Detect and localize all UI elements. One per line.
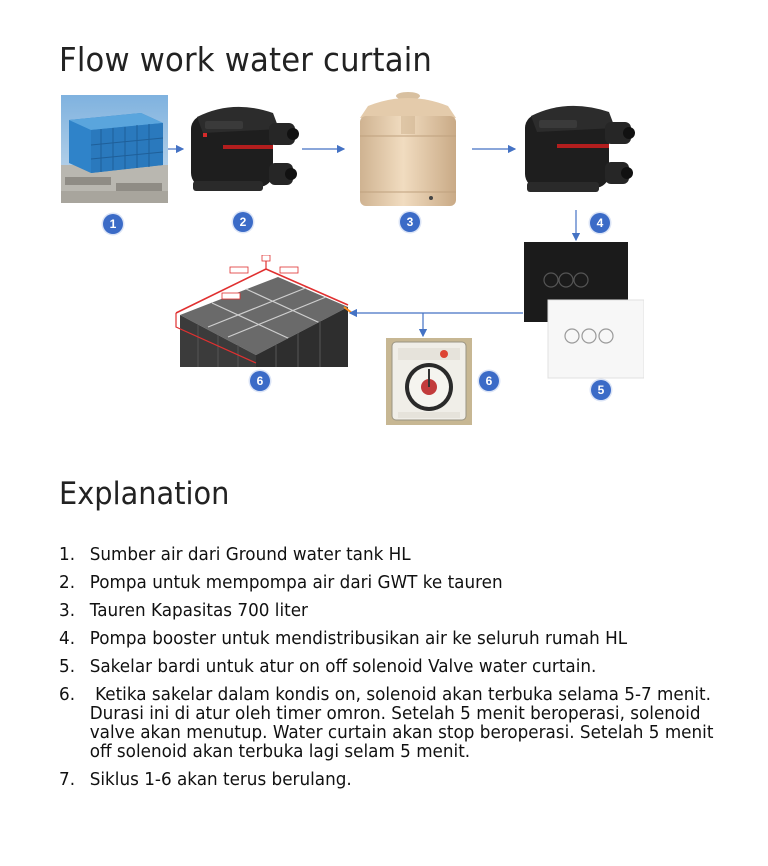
page-title: Flow work water curtain [59, 40, 433, 79]
list-item-number: 7. [59, 770, 76, 790]
step-badge-2: 2 [233, 212, 253, 232]
step-badge-5: 5 [591, 380, 611, 400]
list-item-text: Pompa untuk mempompa air dari GWT ke tau… [89, 573, 503, 593]
list-item-text: Siklus 1-6 akan terus berulang. [89, 770, 352, 790]
list-item-text: Pompa booster untuk mendistribusikan air… [89, 629, 628, 649]
step-badge-4: 4 [590, 213, 610, 233]
list-item-number: 6. [59, 685, 76, 705]
list-item: 2. Pompa untuk mempompa air dari GWT ke t… [59, 574, 731, 593]
explanation-heading: Explanation [59, 476, 230, 512]
step-badge-6-frame: 6 [250, 371, 270, 391]
list-item-text: Tauren Kapasitas 700 liter [89, 601, 308, 621]
list-item: 3. Tauren Kapasitas 700 liter [59, 602, 731, 621]
step-badge-3: 3 [400, 212, 420, 232]
list-item-number: 5. [59, 657, 76, 677]
list-item-number: 2. [59, 573, 76, 593]
list-item-number: 4. [59, 629, 76, 649]
list-item: 7. Siklus 1-6 akan terus berulang. [59, 771, 731, 790]
list-item-number: 3. [59, 601, 76, 621]
step-badge-1: 1 [103, 214, 123, 234]
list-item: 4. Pompa booster untuk mendistribusikan a… [59, 630, 731, 649]
list-item: 6. Ketika sakelar dalam kondis on, solen… [59, 686, 731, 762]
pump-image [183, 93, 301, 205]
list-item-text: Sumber air dari Ground water tank HL [89, 545, 411, 565]
water-curtain-frame-image [168, 255, 354, 367]
booster-pump-image [517, 92, 637, 207]
smart-switch-image [522, 240, 644, 380]
water-tank-tauren-image [346, 88, 470, 212]
step-badge-6-timer: 6 [479, 371, 499, 391]
ground-water-tank-image [61, 95, 168, 203]
list-item-number: 1. [59, 545, 76, 565]
omron-timer-image [386, 338, 472, 425]
list-item: 1. Sumber air dari Ground water tank HL [59, 546, 731, 565]
list-item-text: Sakelar bardi untuk atur on off solenoid… [89, 657, 597, 677]
list-item-text: Ketika sakelar dalam kondis on, solenoid… [89, 685, 719, 762]
list-item: 5. Sakelar bardi untuk atur on off soleno… [59, 658, 731, 677]
explanation-list: 1. Sumber air dari Ground water tank HL 2… [59, 546, 729, 799]
